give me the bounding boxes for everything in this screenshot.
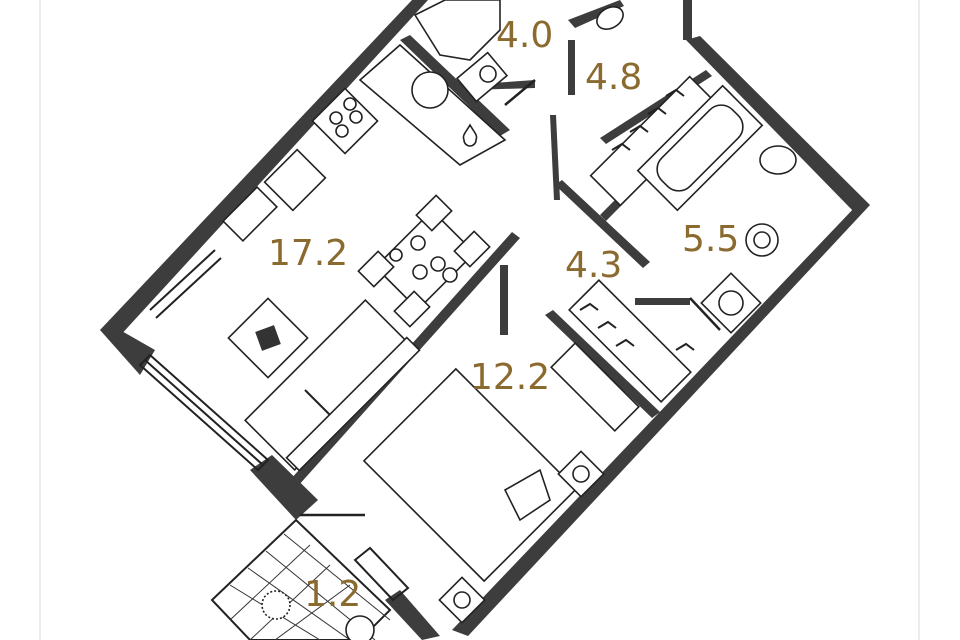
wall-hall-stub bbox=[500, 265, 508, 335]
windows bbox=[138, 353, 410, 602]
doors bbox=[300, 79, 721, 517]
lamp-1 bbox=[572, 465, 590, 483]
window-balcony bbox=[353, 546, 410, 602]
wall-hall-divider bbox=[555, 180, 650, 268]
balcony-floor bbox=[210, 518, 392, 640]
window-kitchen-mid bbox=[144, 359, 264, 466]
wall-northeast bbox=[686, 36, 870, 214]
bedroom-furniture bbox=[362, 342, 640, 624]
kitchen-run bbox=[149, 43, 507, 319]
wc-sink-bowl bbox=[479, 65, 497, 83]
burner-1 bbox=[329, 111, 343, 125]
hall-hanger-2 bbox=[597, 320, 617, 329]
magazine bbox=[255, 325, 281, 351]
hall-hanger-4 bbox=[675, 342, 695, 351]
desk bbox=[550, 342, 640, 432]
room-area-kitchen-living: 17.2 bbox=[268, 233, 348, 274]
door-wc bbox=[504, 79, 536, 106]
room-area-hall-upper: 4.8 bbox=[585, 57, 642, 98]
upper-sink bbox=[596, 6, 624, 30]
shower-tray bbox=[413, 0, 501, 61]
living-area bbox=[227, 297, 421, 472]
washer-drum bbox=[718, 290, 744, 316]
bed bbox=[362, 367, 578, 583]
counter-edge bbox=[149, 249, 216, 311]
plate-2 bbox=[389, 248, 403, 262]
hanger-2 bbox=[629, 124, 649, 133]
lamp-2 bbox=[453, 591, 471, 609]
chair-3 bbox=[357, 250, 395, 288]
room-area-wc: 4.0 bbox=[496, 15, 553, 56]
bed-blanket-fold bbox=[503, 468, 551, 522]
door-bathroom bbox=[689, 297, 721, 331]
room-area-balcony: 1.2 bbox=[304, 574, 361, 615]
drop-icon bbox=[462, 123, 478, 147]
dishwasher bbox=[221, 185, 279, 243]
burner-3 bbox=[335, 124, 349, 138]
area-labels: 4.0 4.8 17.2 5.5 4.3 12.2 1.2 bbox=[268, 15, 739, 615]
hall-closet bbox=[568, 279, 695, 403]
chair-4 bbox=[393, 290, 431, 328]
room-area-hall: 4.3 bbox=[565, 245, 622, 286]
room-area-bathroom: 5.5 bbox=[682, 219, 739, 260]
hood bbox=[263, 148, 327, 212]
burner-4 bbox=[349, 110, 363, 124]
bathroom-fixtures bbox=[636, 84, 797, 334]
wall-corridor-top bbox=[550, 115, 560, 200]
plate-5 bbox=[442, 267, 458, 283]
wall-north-stub bbox=[683, 0, 692, 40]
hall-hanger-3 bbox=[615, 338, 635, 347]
bathtub-inner bbox=[656, 104, 744, 192]
outer-walls bbox=[100, 0, 870, 640]
plate-4 bbox=[430, 256, 446, 272]
counter-edge-2 bbox=[155, 257, 222, 319]
hanger-1 bbox=[611, 142, 631, 151]
chair-1 bbox=[415, 194, 453, 232]
wall-west-corner bbox=[100, 330, 155, 375]
hanger-4 bbox=[665, 88, 685, 97]
wall-northwest bbox=[100, 0, 428, 338]
sofa-seat-divider bbox=[304, 389, 331, 416]
wall-wc-bottom bbox=[400, 35, 510, 136]
plate-3 bbox=[412, 264, 428, 280]
wall-window-pier bbox=[250, 455, 318, 520]
wall-balcony-east bbox=[385, 590, 440, 640]
dining-set bbox=[357, 194, 491, 328]
wc-fixtures bbox=[413, 0, 624, 103]
hall-hanger-1 bbox=[579, 302, 599, 311]
wall-upper-stub bbox=[568, 40, 575, 95]
plate-1 bbox=[410, 235, 426, 251]
upper-closet bbox=[589, 75, 721, 207]
wall-bedroom-top bbox=[545, 310, 660, 418]
hall-closet-body bbox=[568, 279, 692, 403]
window-kitchen bbox=[138, 353, 270, 472]
burner-2 bbox=[343, 97, 357, 111]
wall-laundry bbox=[635, 298, 690, 305]
balcony-area bbox=[210, 518, 392, 640]
wall-east bbox=[452, 205, 870, 636]
balcony-plant bbox=[261, 590, 291, 620]
balcony-stool bbox=[345, 615, 375, 640]
chair-2 bbox=[453, 230, 491, 268]
room-area-bedroom: 12.2 bbox=[470, 357, 550, 398]
kitchen-sink bbox=[411, 71, 449, 109]
hanger-3 bbox=[647, 106, 667, 115]
bath-sink bbox=[759, 145, 797, 175]
toilet-inner bbox=[753, 231, 771, 249]
sofa-back bbox=[285, 336, 421, 472]
stove bbox=[311, 87, 379, 155]
